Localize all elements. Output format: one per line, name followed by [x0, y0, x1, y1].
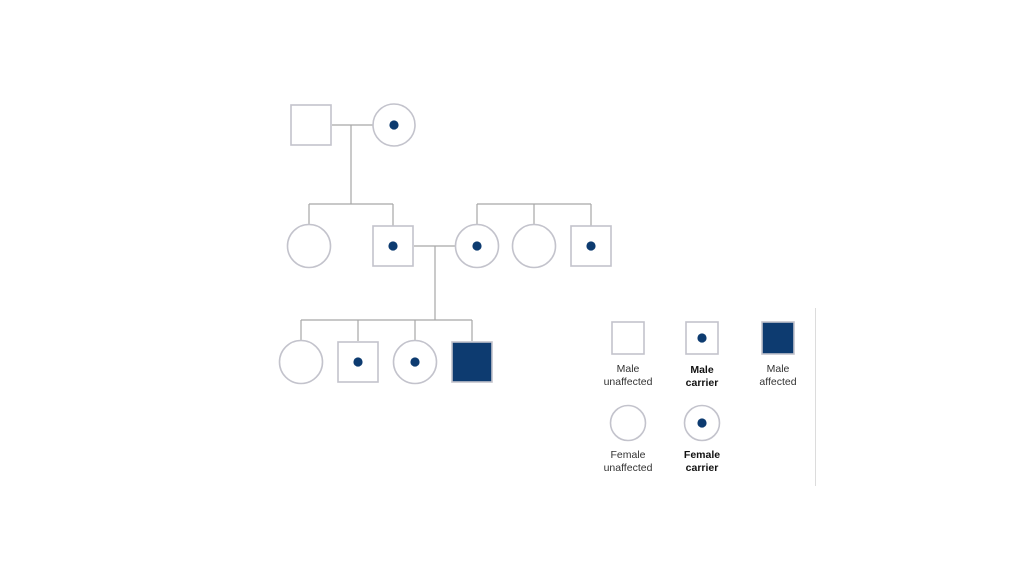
- legend-label-line1: Female: [610, 449, 646, 461]
- gen3-female-carrier: [392, 339, 438, 385]
- legend-label-line2: carrier: [685, 377, 719, 389]
- legend-label-line1: Male: [690, 364, 714, 376]
- pedigree-connector-lines: [300, 124, 592, 341]
- gen3-male-carrier: [337, 341, 379, 383]
- gen2-female-unaffected: [511, 223, 557, 269]
- gen2-female-carrier: [454, 223, 500, 269]
- carrier-dot: [697, 418, 707, 428]
- gen2-male-carrier: [570, 225, 612, 267]
- legend-label-male-carrier: Male carrier: [647, 364, 757, 390]
- gen3-female-unaffected: [278, 339, 324, 385]
- legend-label-line2: unaffected: [603, 376, 653, 388]
- carrier-dot: [410, 357, 420, 367]
- gen1-female-carrier: [372, 103, 416, 147]
- male-symbol: [290, 104, 332, 146]
- gen3-male-affected: [451, 341, 493, 383]
- carrier-dot: [388, 241, 398, 251]
- legend-symbol-female-carrier: [683, 404, 721, 442]
- legend-label-male-unaffected: Male unaffected: [573, 363, 683, 389]
- legend-label-male-affected: Male affected: [723, 363, 833, 389]
- legend-symbols: [609, 321, 795, 442]
- legend-symbol-female-unaffected: [609, 404, 647, 442]
- legend-label-line2: affected: [759, 376, 797, 388]
- male-symbol: [451, 341, 493, 383]
- female-symbol: [286, 223, 332, 269]
- legend-label-female-unaffected: Female unaffected: [573, 449, 683, 475]
- carrier-dot: [697, 333, 707, 343]
- female-symbol: [278, 339, 324, 385]
- female-symbol: [609, 404, 647, 442]
- legend-divider: [815, 308, 816, 486]
- legend-symbol-male-carrier: [685, 321, 719, 355]
- legend-symbol-male-unaffected: [611, 321, 645, 355]
- gen2-female-unaffected: [286, 223, 332, 269]
- legend-label-line1: Male: [616, 363, 640, 375]
- carrier-dot: [586, 241, 596, 251]
- legend-label-female-carrier: Female carrier: [647, 449, 757, 475]
- carrier-dot: [472, 241, 482, 251]
- male-symbol: [611, 321, 645, 355]
- pedigree-members: [278, 103, 612, 385]
- legend-label-line2: unaffected: [603, 462, 653, 474]
- legend-symbol-male-affected: [761, 321, 795, 355]
- male-symbol: [761, 321, 795, 355]
- carrier-dot: [389, 120, 399, 130]
- legend-label-line1: Female: [683, 449, 721, 461]
- legend-label-line2: carrier: [685, 462, 719, 474]
- gen1-male-unaffected: [290, 104, 332, 146]
- female-symbol: [511, 223, 557, 269]
- gen2-male-carrier: [372, 225, 414, 267]
- carrier-dot: [353, 357, 363, 367]
- legend-label-line1: Male: [766, 363, 790, 375]
- male-symbol: [570, 225, 612, 267]
